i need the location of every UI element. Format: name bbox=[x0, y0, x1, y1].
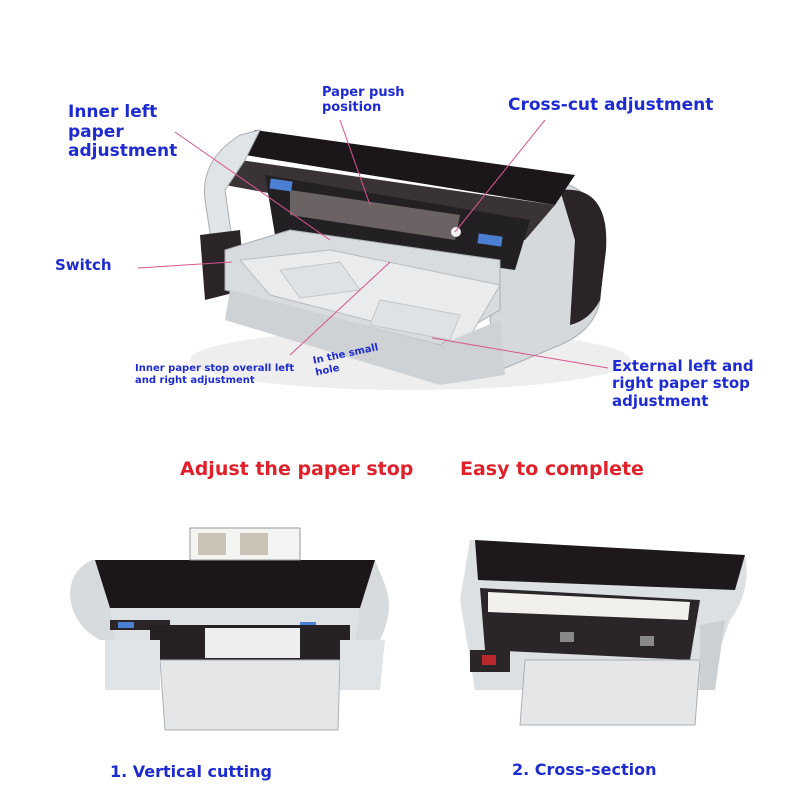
label-cross-cut-adjustment: Cross-cut adjustment bbox=[508, 95, 714, 115]
leader-cross-cut bbox=[454, 119, 546, 233]
caption-vertical-cutting: 1. Vertical cutting bbox=[110, 762, 272, 781]
leader-inner-left bbox=[174, 131, 331, 241]
label-paper-push-position: Paper push position bbox=[322, 85, 405, 115]
caption-cross-section: 2. Cross-section bbox=[512, 760, 657, 779]
leader-external-stop bbox=[431, 337, 609, 369]
card-cutter-machine-main bbox=[190, 129, 630, 390]
label-inner-paper-stop: Inner paper stop overall left and right … bbox=[135, 363, 295, 386]
label-external-paper-stop: External left and right paper stop adjus… bbox=[612, 357, 754, 410]
heading-adjust-paper-stop: Adjust the paper stop bbox=[180, 458, 414, 480]
heading-easy-to-complete: Easy to complete bbox=[460, 458, 644, 480]
leader-inner-stop bbox=[289, 261, 391, 356]
label-inner-left-paper-adjustment: Inner left paper adjustment bbox=[68, 102, 178, 162]
label-switch: Switch bbox=[55, 256, 112, 274]
photo-vertical-cutting bbox=[70, 527, 389, 731]
leader-paper-push bbox=[339, 119, 371, 206]
leader-switch bbox=[137, 261, 233, 269]
photo-cross-section bbox=[460, 540, 747, 726]
leader-lines bbox=[137, 119, 609, 369]
